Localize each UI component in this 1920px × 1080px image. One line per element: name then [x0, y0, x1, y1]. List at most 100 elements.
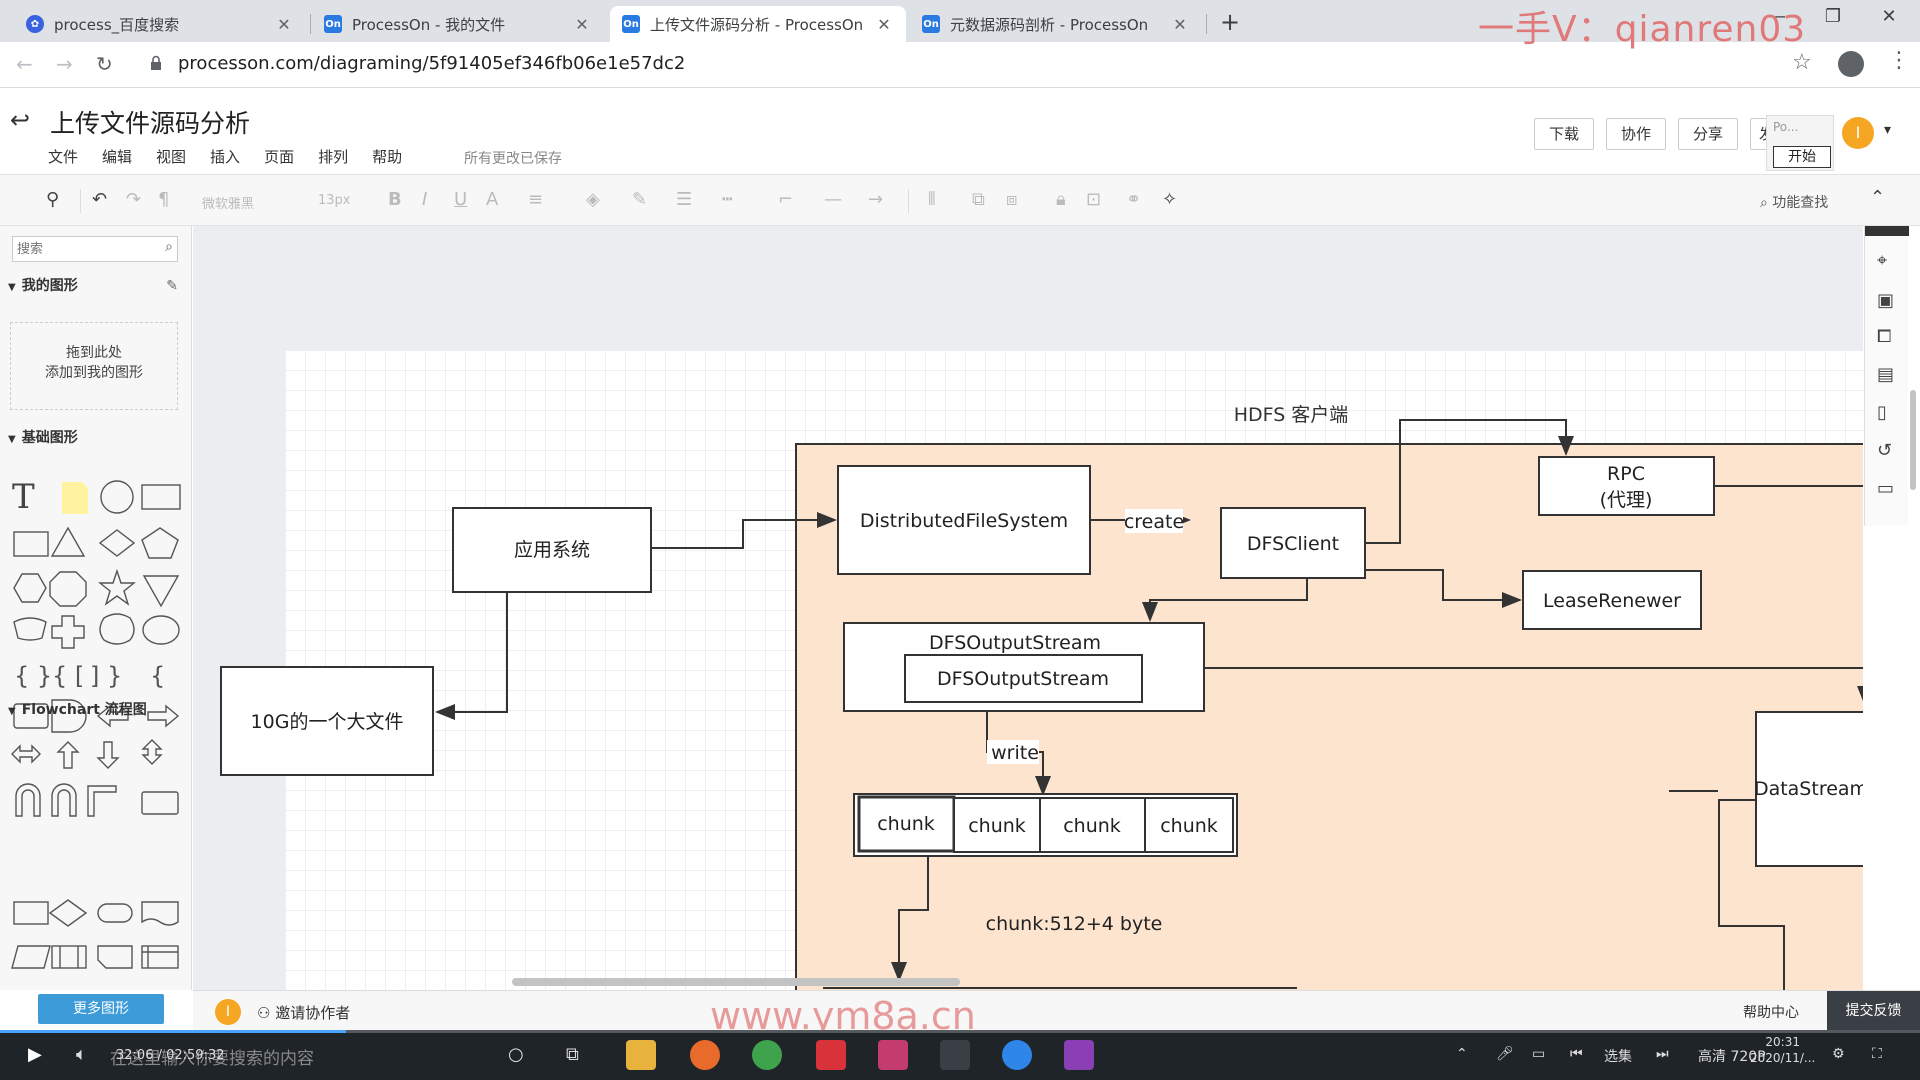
select-episode[interactable]: 选集: [1604, 1049, 1632, 1065]
bracket-right-shape-icon[interactable]: ] }: [90, 662, 122, 690]
fullscreen-icon[interactable]: ⛶: [1872, 1046, 1882, 1062]
feedback-button[interactable]: 提交反馈: [1827, 991, 1920, 1031]
octagon-shape-icon[interactable]: [49, 571, 87, 607]
banner-shape-icon[interactable]: [13, 617, 47, 641]
cross-shape-icon[interactable]: [51, 615, 85, 649]
xmind-icon[interactable]: [816, 1040, 846, 1070]
node-distributed-file-system[interactable]: [837, 465, 1091, 575]
collaborate-button[interactable]: 协作: [1606, 118, 1667, 150]
horizontal-scrollbar[interactable]: [512, 978, 960, 986]
close-icon[interactable]: ✕: [877, 14, 891, 34]
quality-select[interactable]: 高清 720P: [1698, 1049, 1766, 1065]
format-painter-icon[interactable]: ⚲: [46, 189, 60, 210]
terminator-shape-icon[interactable]: [97, 903, 133, 923]
new-tab-icon[interactable]: +: [1220, 8, 1241, 36]
magic-wand-icon[interactable]: ✧: [1162, 189, 1178, 210]
unlock-shape-icon[interactable]: ⊡: [1086, 189, 1102, 210]
search-input[interactable]: [13, 237, 149, 261]
history-icon[interactable]: ↺: [1877, 440, 1893, 461]
settings-gear-icon[interactable]: ⚙: [1832, 1046, 1845, 1062]
pentagon-shape-icon[interactable]: [141, 527, 179, 559]
lock-shape-icon[interactable]: 🔒︎: [1056, 189, 1066, 210]
decision-shape-icon[interactable]: [48, 899, 88, 927]
undo-icon[interactable]: ↶: [92, 189, 108, 210]
chunk-box[interactable]: [1039, 797, 1146, 853]
tab-baidu[interactable]: ✿ process_百度搜索 ✕: [14, 6, 306, 42]
window-close-icon[interactable]: ✕: [1881, 6, 1897, 27]
align-icon[interactable]: ≡: [528, 189, 544, 210]
card-shape-icon[interactable]: [97, 945, 133, 969]
send-back-icon[interactable]: ⧈: [1006, 189, 1018, 210]
screen-icon[interactable]: ▭: [1532, 1046, 1546, 1062]
close-icon[interactable]: ✕: [575, 14, 589, 34]
text-shape-icon[interactable]: T: [12, 477, 35, 517]
menu-help[interactable]: 帮助: [372, 148, 403, 166]
reload-icon[interactable]: ↻: [96, 52, 113, 76]
prev-icon[interactable]: ⏮︎: [1570, 1046, 1583, 1062]
close-icon[interactable]: ✕: [277, 14, 291, 34]
arrow-right-shape-icon[interactable]: [147, 704, 180, 728]
typora-icon[interactable]: [940, 1040, 970, 1070]
navigator-icon[interactable]: ⌖: [1877, 250, 1888, 271]
invite-collaborator-button[interactable]: ⚇ 邀请协作者: [257, 1004, 351, 1022]
node-rpc[interactable]: [1538, 456, 1715, 516]
more-shapes-button[interactable]: 更多图形: [38, 994, 164, 1024]
bring-front-icon[interactable]: ⧉: [972, 189, 985, 210]
function-search[interactable]: ⌕ 功能查找: [1760, 195, 1829, 211]
page-settings-icon[interactable]: ⧠: [1877, 326, 1892, 347]
circle-shape-icon[interactable]: [100, 480, 134, 514]
browser-menu-icon[interactable]: ⋮: [1888, 48, 1910, 73]
file-explorer-icon[interactable]: [626, 1040, 656, 1070]
vertical-scrollbar[interactable]: [1910, 390, 1916, 490]
arrow-up-down-shape-icon[interactable]: [141, 739, 163, 765]
restore-icon[interactable]: ❐: [1824, 6, 1842, 27]
volume-icon[interactable]: 🔈︎: [76, 1044, 87, 1065]
node-lease-renewer[interactable]: [1522, 570, 1702, 630]
chunk-box[interactable]: [953, 797, 1041, 853]
task-view-icon[interactable]: ⧉: [566, 1044, 579, 1065]
document-shape-icon[interactable]: [141, 901, 179, 926]
delay-shape-icon[interactable]: [51, 699, 87, 733]
avatar[interactable]: I: [1842, 117, 1874, 149]
share-button[interactable]: 分享: [1678, 118, 1739, 150]
download-button[interactable]: 下载: [1534, 118, 1595, 150]
edge-datastream-loop[interactable]: [1718, 799, 1785, 990]
predefined-process-shape-icon[interactable]: [51, 945, 87, 969]
paint-brush-icon[interactable]: ¶: [158, 189, 170, 210]
bracket-left-shape-icon[interactable]: { [: [52, 662, 84, 690]
brace-shape-icon[interactable]: {: [150, 662, 165, 690]
line-end-icon[interactable]: →: [868, 189, 884, 210]
edge-chunk-down[interactable]: [891, 853, 929, 982]
edge-client-to-outputstream[interactable]: [1142, 578, 1308, 622]
internal-storage-shape-icon[interactable]: [141, 945, 179, 969]
image-icon[interactable]: ▣: [1877, 290, 1895, 311]
align-left-icon[interactable]: ⫴: [928, 189, 936, 210]
document-title[interactable]: 上传文件源码分析: [50, 109, 251, 138]
arch-shape-icon[interactable]: [15, 783, 41, 817]
start-button[interactable]: 开始: [1773, 146, 1831, 168]
chrome-icon[interactable]: [752, 1040, 782, 1070]
cloud-shape-icon[interactable]: [99, 613, 135, 645]
line-width-icon[interactable]: ☰: [676, 189, 693, 210]
corner-shape-icon[interactable]: [87, 785, 117, 817]
line-start-icon[interactable]: —: [824, 189, 842, 210]
menu-insert[interactable]: 插入: [210, 148, 241, 166]
taskbar-search-hint[interactable]: 在这里输入你要搜索的内容: [110, 1049, 314, 1069]
rounded-rect-shape-icon[interactable]: [13, 703, 49, 729]
microphone-icon[interactable]: 🎤︎: [1496, 1046, 1514, 1062]
note-shape-icon[interactable]: [62, 482, 88, 514]
minimize-icon[interactable]: —: [1768, 6, 1786, 27]
search-icon[interactable]: ⌕: [165, 239, 173, 255]
hexagon-shape-icon[interactable]: [13, 573, 47, 603]
braces-shape-icon[interactable]: { }: [14, 662, 52, 690]
intellij-icon[interactable]: [878, 1040, 908, 1070]
my-shapes-header[interactable]: ▼我的图形 ✎: [0, 270, 191, 302]
node-big-file[interactable]: [220, 666, 434, 776]
back-arrow-icon[interactable]: ↩: [10, 106, 31, 134]
italic-icon[interactable]: I: [422, 189, 428, 210]
forward-icon[interactable]: →: [56, 52, 73, 76]
basic-shapes-header[interactable]: ▼基础图形: [0, 422, 191, 454]
connector-type-icon[interactable]: ⌐: [778, 189, 794, 210]
menu-arrange[interactable]: 排列: [318, 148, 349, 166]
bookmark-star-icon[interactable]: ☆: [1792, 50, 1812, 75]
